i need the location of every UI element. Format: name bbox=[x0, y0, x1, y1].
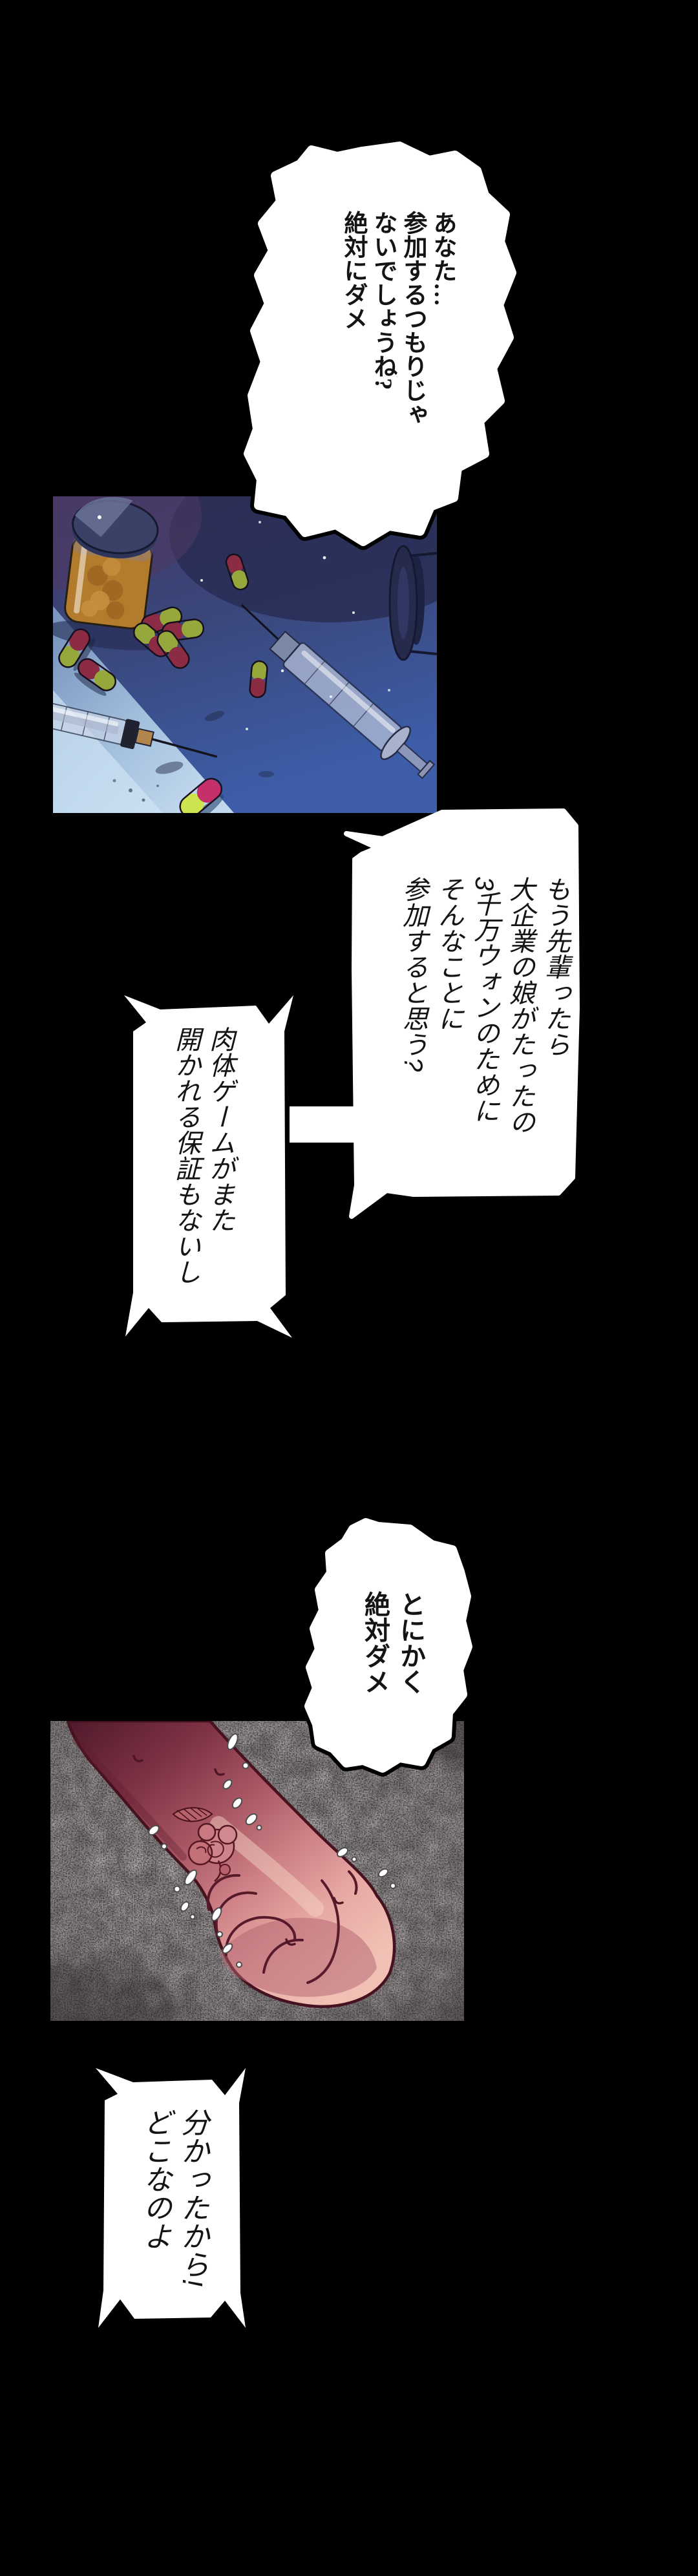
speech-bubble-5 bbox=[96, 2068, 246, 2328]
sweat-drops bbox=[148, 1733, 396, 1968]
speech-bubble-3 bbox=[124, 995, 293, 1338]
syringe-horizontal bbox=[53, 701, 218, 758]
speech-bubble-1 bbox=[240, 138, 520, 550]
bubble-1-text: あなた… 参加するつもりじゃ ないでしょうね? 絶対にダメ bbox=[340, 211, 456, 426]
spool-object bbox=[388, 545, 437, 661]
syringe-diagonal bbox=[240, 604, 436, 779]
bubble-2-text: もう先輩ったら 大企業の娘がたったの 3千万ウォンのために そんなことに 参加す… bbox=[399, 876, 569, 1135]
fist-panel-illustration bbox=[50, 1721, 464, 2021]
dust-specks bbox=[112, 521, 390, 802]
bubble-5-text: 分かったから! どこなのよ bbox=[139, 2108, 208, 2287]
capsule-pills bbox=[58, 553, 268, 813]
knuckle-lines bbox=[206, 1870, 358, 1984]
bubble-3-text: 肉体ゲームがまた 開かれる保証もないし bbox=[171, 1026, 234, 1285]
bubble-4-text: とにかく 絶対ダメ bbox=[361, 1591, 425, 1694]
bubble-connector bbox=[290, 1106, 357, 1143]
drug-table-panel-illustration bbox=[53, 496, 437, 813]
rose-mark bbox=[172, 1807, 238, 1882]
speech-bubble-2 bbox=[344, 808, 580, 1219]
speech-bubble-4 bbox=[301, 1514, 476, 1777]
sweat-dimples bbox=[132, 1755, 344, 1946]
